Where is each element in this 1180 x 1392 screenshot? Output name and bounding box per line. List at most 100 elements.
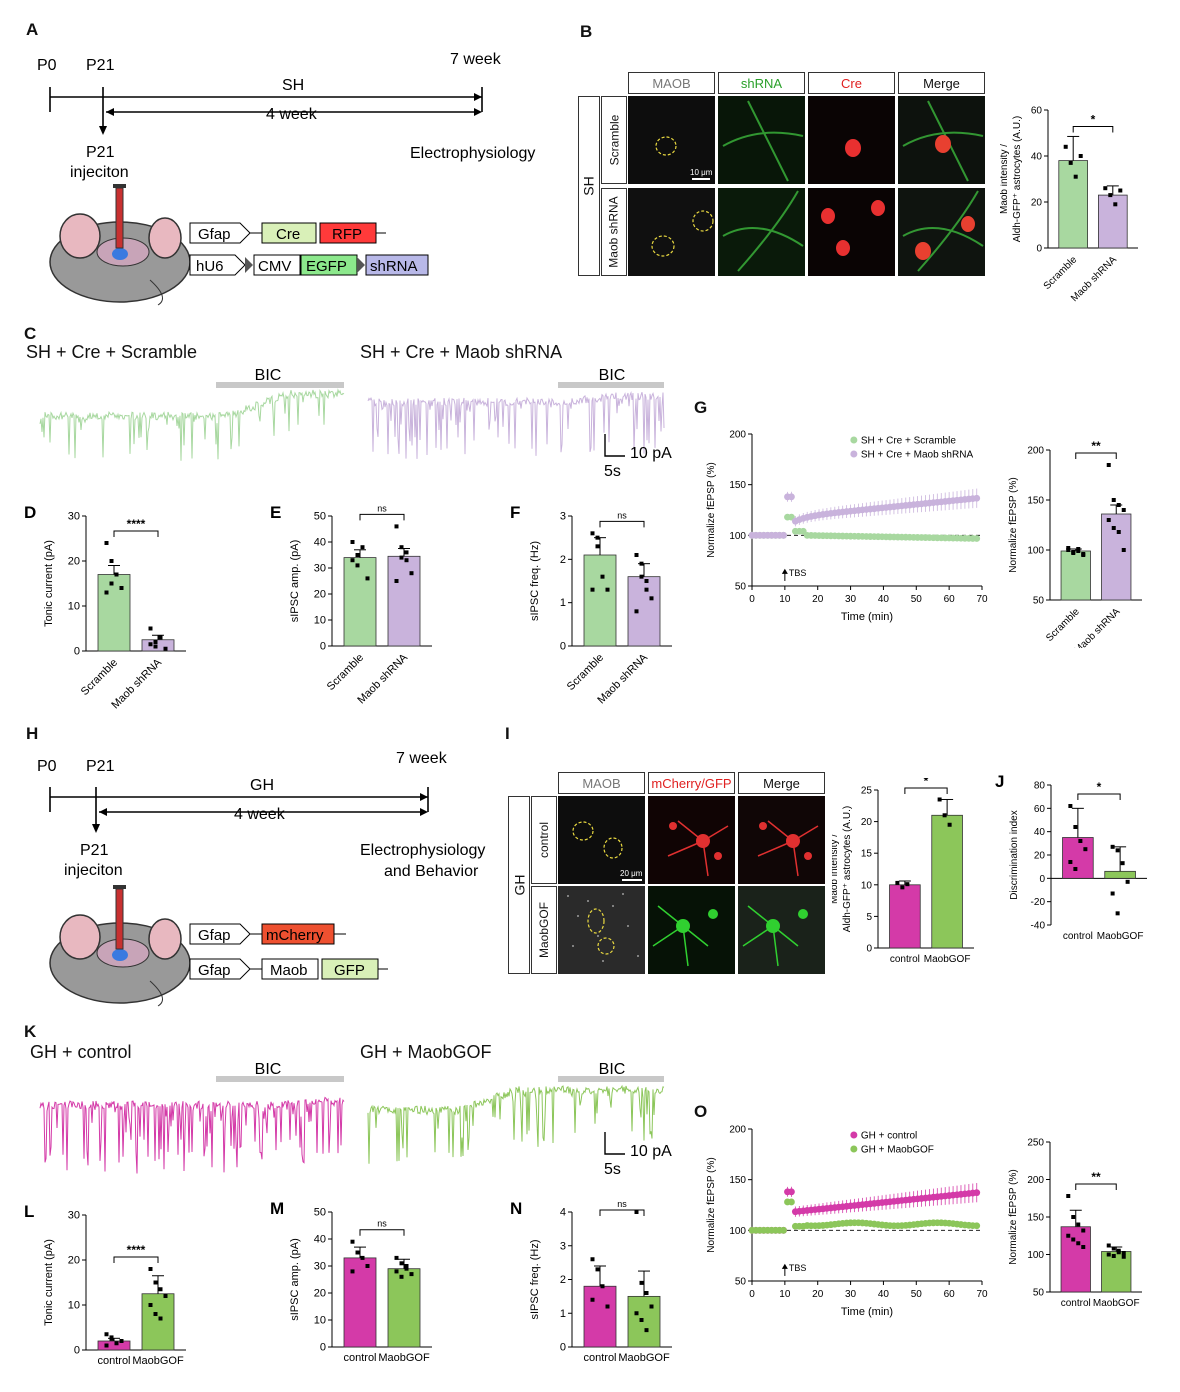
trace-title-k-left: GH + control [30, 1042, 132, 1062]
data-point [1081, 1245, 1086, 1249]
bar-0 [1062, 837, 1094, 879]
bar-1 [627, 576, 661, 647]
y-tick-label: 0 [1036, 244, 1042, 255]
trace-title-k-right: GH + MaobGOF [360, 1042, 492, 1062]
drug-bar-right [558, 382, 664, 388]
data-point [104, 1343, 109, 1348]
series-1-point [973, 1222, 981, 1230]
data-point [634, 1210, 639, 1214]
y-tick-label: 0 [866, 944, 872, 955]
x-tick-label: MaobGOF [618, 1352, 670, 1364]
data-point [639, 1318, 644, 1322]
data-point [399, 1274, 404, 1279]
y-axis-label: Aldh-GFP⁺ astrocytes (A.U.) [1012, 116, 1023, 242]
y-tick-label: 150 [1027, 1213, 1044, 1224]
x-tick-label: Scramble [1044, 606, 1082, 644]
data-point [350, 540, 355, 544]
data-point [355, 553, 360, 557]
bar-0 [889, 884, 921, 949]
y-tick-label: 150 [729, 480, 746, 491]
ch1-gfap: Gfap [198, 927, 231, 944]
y-tick-label: 10 [68, 1300, 80, 1312]
scale-text-b: 10 μm [690, 168, 713, 177]
y-tick-label: 30 [314, 563, 326, 575]
panel-label-c: C [24, 324, 37, 343]
bar-1 [387, 555, 421, 647]
ch1-mcherry: mCherry [266, 927, 324, 944]
data-point [1115, 911, 1120, 916]
data-point [148, 642, 153, 647]
x-tick-label: MaobGOF [132, 1355, 184, 1367]
series-0-point [973, 1189, 981, 1197]
data-point [365, 576, 370, 581]
series-0-point [788, 1188, 795, 1196]
c2-shrna: shRNA [370, 258, 418, 275]
data-point [365, 1264, 370, 1268]
series-1-point [973, 494, 981, 502]
data-point [360, 1255, 365, 1260]
trace-left [39, 1096, 345, 1174]
x-tick-label: MaobGOF [924, 954, 971, 965]
data-point [947, 822, 952, 827]
row-label-b-0: Scramble [601, 96, 627, 184]
data-point [1073, 174, 1078, 179]
ch2-maob: Maob [270, 962, 308, 979]
row-label-i-0: control [531, 796, 557, 884]
tl-dur: 4 week [266, 106, 318, 123]
tl-h-dur: 4 week [234, 806, 286, 823]
x-tick-label: Scramble [1042, 254, 1080, 292]
y-tick-label: 80 [1034, 781, 1046, 792]
data-point [399, 1261, 404, 1266]
legend-label-0: SH + Cre + Scramble [861, 436, 956, 447]
data-point [595, 1267, 600, 1272]
panel-label-m: M [270, 1200, 284, 1218]
trace-right [367, 1084, 665, 1164]
data-point [1113, 202, 1118, 207]
x-tick-label: 10 [779, 594, 791, 605]
data-point [153, 1280, 158, 1285]
data-point [404, 550, 409, 555]
bar-1 [1101, 1251, 1132, 1293]
y-tick-label: 40 [314, 1234, 326, 1246]
significance-label: * [924, 778, 929, 788]
x-tick-label: control [1063, 931, 1093, 942]
bar-0 [583, 554, 617, 647]
data-point [1103, 186, 1108, 191]
significance-label: ns [617, 1200, 627, 1209]
data-point [937, 797, 942, 802]
panel-label-a: A [26, 20, 39, 39]
y-tick-label: 20 [68, 1255, 80, 1267]
bar-0 [97, 1340, 131, 1351]
tl-h-p0: P0 [37, 758, 57, 775]
data-point [1066, 1233, 1071, 1238]
x-tick-label: Scramble [325, 652, 366, 693]
y-tick-label: 20 [1034, 851, 1046, 862]
data-point [1111, 1254, 1116, 1258]
series-0-point [973, 535, 981, 542]
data-point [1106, 1252, 1111, 1257]
legend-marker-0 [850, 1131, 858, 1139]
data-point [104, 541, 109, 545]
y-tick-label: 10 [314, 615, 326, 627]
data-point [905, 882, 910, 887]
bar-1 [141, 1293, 175, 1351]
data-point [1066, 548, 1071, 552]
x-tick-label: control [343, 1352, 376, 1364]
x-tick-label: control [97, 1355, 130, 1367]
data-point [355, 563, 360, 568]
data-point [1115, 848, 1120, 853]
data-point [148, 626, 153, 631]
trace-right [367, 390, 665, 459]
significance-label: * [1097, 780, 1102, 794]
drug-bar-left [216, 382, 344, 388]
significance-bracket [599, 520, 645, 528]
construct-1: Gfap Cre RFP [189, 222, 386, 244]
